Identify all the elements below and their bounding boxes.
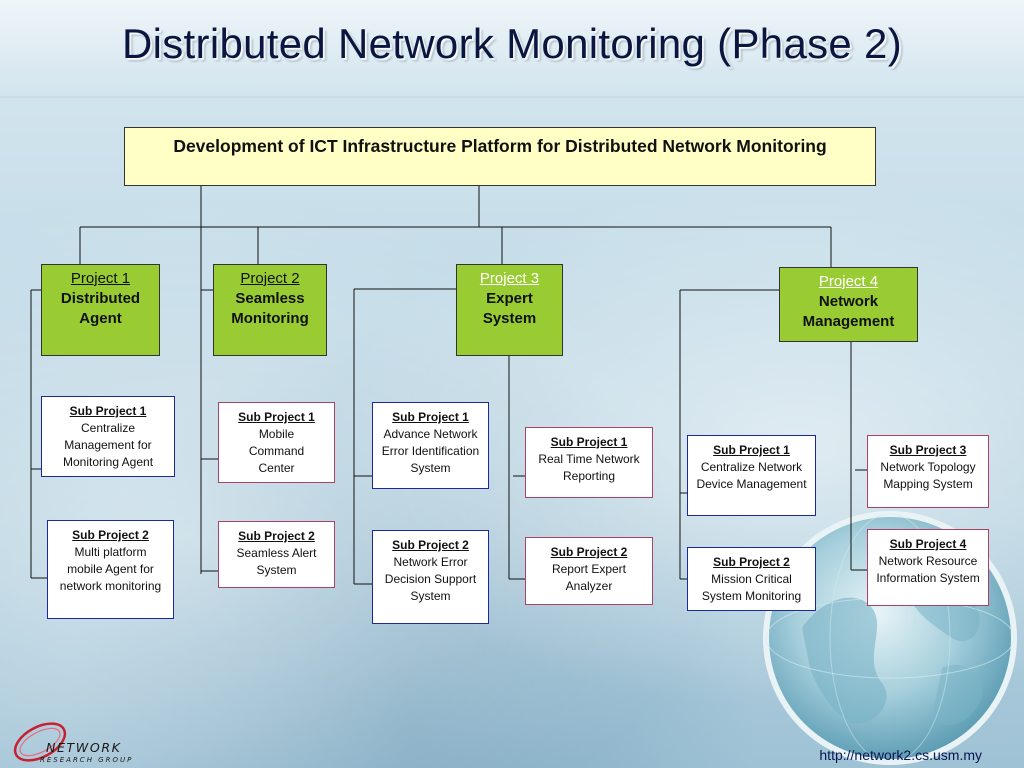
project-2-name: Seamless Monitoring [231,290,309,327]
p2-subproject-1-box: Sub Project 1 Mobile Command Center [218,402,335,483]
subproject-name: Multi platform mobile Agent for network … [59,545,162,593]
subproject-name: Mobile Command Center [248,427,305,475]
p1-subproject-1-box: Sub Project 1 Centralize Management for … [41,396,175,477]
subproject-name: Network Resource Information System [876,554,980,585]
subproject-title: Sub Project 2 [72,528,149,542]
subproject-name: Mission Critical System Monitoring [701,572,802,603]
p4-subproject-4-box: Sub Project 4 Network Resource Informati… [867,529,989,606]
p3-subproject-3-box: Sub Project 1 Real Time Network Reportin… [525,427,653,498]
project-2-title: Project 2 [240,270,300,287]
project-4-title: Project 4 [818,273,879,290]
subproject-title: Sub Project 3 [889,443,967,457]
title-band [0,0,1024,98]
p3-subproject-2-box: Sub Project 2 Network Error Decision Sup… [372,530,489,624]
subproject-title: Sub Project 2 [550,545,628,559]
project-3-box: Project 3 Expert System [456,264,563,356]
subproject-title: Sub Project 1 [69,404,147,418]
subproject-title: Sub Project 1 [550,435,628,449]
subproject-title: Sub Project 4 [889,537,967,551]
p3-subproject-4-box: Sub Project 2 Report Expert Analyzer [525,537,653,605]
subproject-name: Advance Network Error Identification Sys… [381,427,480,475]
subproject-title: Sub Project 1 [238,410,315,424]
subproject-name: Centralize Management for Monitoring Age… [62,421,154,469]
subproject-title: Sub Project 1 [713,443,790,457]
project-4-box: Project 4 Network Management [779,267,918,342]
subproject-title: Sub Project 2 [392,538,469,552]
subproject-title: Sub Project 2 [713,555,790,569]
slide-title: Distributed Network Monitoring (Phase 2) [122,20,902,67]
project-1-box: Project 1 Distributed Agent [41,264,160,356]
logo-subtitle: RESEARCH GROUP [40,756,134,764]
subproject-name: Network Topology Mapping System [880,460,976,491]
project-1-name: Distributed Agent [60,290,141,327]
logo-name: NETWORK [46,741,122,755]
footer-url: http://network2.cs.usm.my [819,747,982,763]
subproject-name: Seamless Alert System [236,546,317,577]
p2-subproject-2-box: Sub Project 2 Seamless Alert System [218,521,335,588]
project-3-title: Project 3 [479,270,540,287]
p4-subproject-2-box: Sub Project 2 Mission Critical System Mo… [687,547,816,611]
root-box: Development of ICT Infrastructure Platfo… [124,127,876,186]
subproject-name: Report Expert Analyzer [551,562,627,593]
subproject-name: Network Error Decision Support System [384,555,477,603]
subproject-name: Centralize Network Device Management [696,460,807,491]
subproject-title: Sub Project 2 [238,529,315,543]
subproject-title: Sub Project 1 [392,410,469,424]
project-1-title: Project 1 [70,270,131,287]
p4-subproject-3-box: Sub Project 3 Network Topology Mapping S… [867,435,989,508]
p3-subproject-1-box: Sub Project 1 Advance Network Error Iden… [372,402,489,489]
p4-subproject-1-box: Sub Project 1 Centralize Network Device … [687,435,816,516]
subproject-name: Real Time Network Reporting [538,452,640,483]
p1-subproject-2-box: Sub Project 2 Multi platform mobile Agen… [47,520,174,619]
project-2-box: Project 2 Seamless Monitoring [213,264,327,356]
network-logo-icon [13,722,67,762]
project-3-name: Expert System [482,290,537,327]
project-4-name: Network Management [802,293,895,330]
